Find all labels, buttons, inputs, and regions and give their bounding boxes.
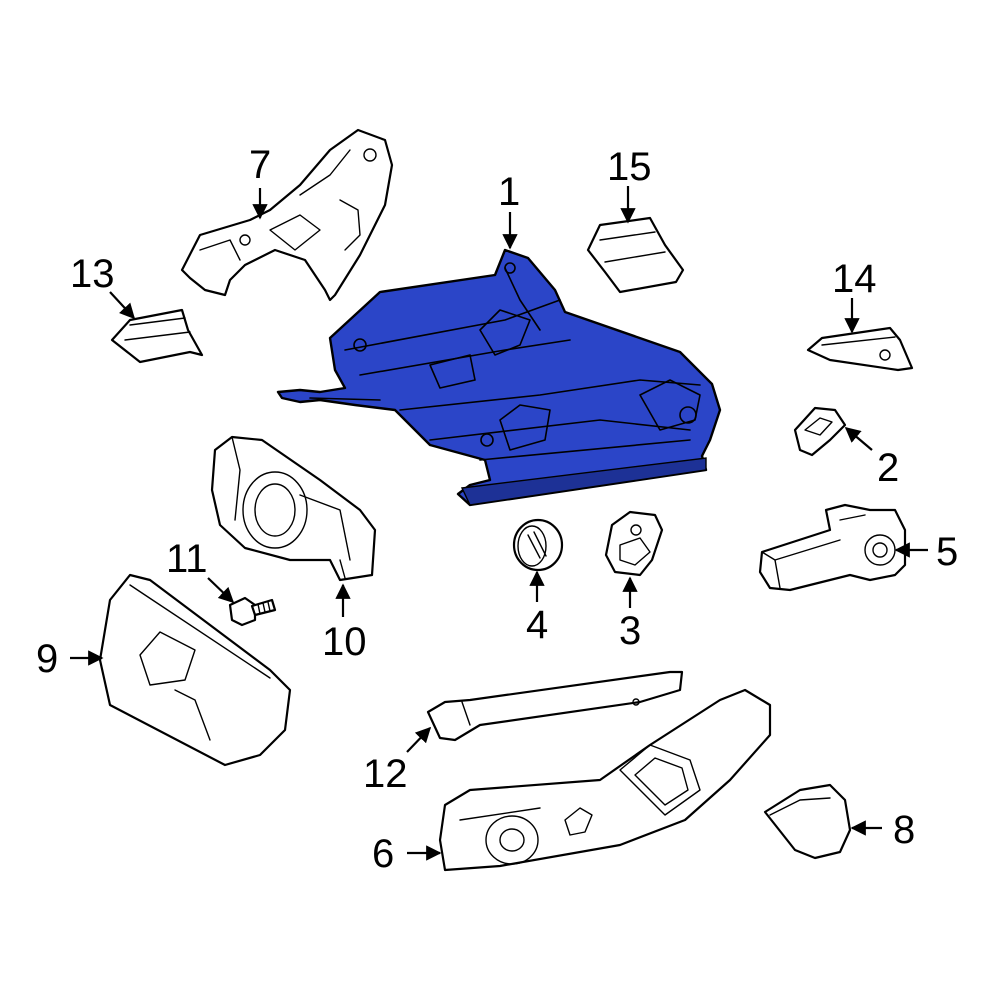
- part-14-bracket[interactable]: [806, 326, 914, 372]
- part-10-housing[interactable]: [210, 435, 377, 582]
- callout-7: 7: [249, 143, 271, 187]
- part-15-bracket[interactable]: [586, 216, 685, 294]
- callout-13: 13: [70, 252, 115, 296]
- callout-14: 14: [832, 257, 877, 301]
- callout-5: 5: [936, 530, 958, 574]
- leader-2: [844, 427, 873, 451]
- part-5-motor[interactable]: [758, 503, 907, 592]
- callout-9: 9: [36, 637, 58, 681]
- part-11-bolt[interactable]: [228, 596, 277, 627]
- part-2-bracket[interactable]: [793, 406, 847, 457]
- part-1-seat-frame[interactable]: [276, 248, 722, 507]
- leader-12: [406, 726, 432, 753]
- leader-lines: [70, 186, 928, 861]
- part-13-clip[interactable]: [110, 308, 204, 364]
- part-8-cover[interactable]: [763, 783, 852, 860]
- part-9-trim-panel[interactable]: [98, 573, 292, 767]
- part-3-switch-housing[interactable]: [604, 510, 664, 577]
- callout-4: 4: [526, 603, 548, 647]
- callout-11: 11: [166, 537, 208, 581]
- leader-11: [207, 577, 235, 604]
- callout-8: 8: [893, 808, 915, 852]
- callout-3: 3: [619, 609, 641, 653]
- callout-2: 2: [877, 446, 899, 490]
- callout-1: 1: [498, 170, 520, 214]
- part-6-side-shield[interactable]: [438, 688, 772, 872]
- callout-12: 12: [363, 752, 408, 796]
- part-4-knob[interactable]: [512, 518, 564, 572]
- callout-15: 15: [607, 145, 652, 189]
- callout-10: 10: [322, 620, 367, 664]
- part-12-trim-strip[interactable]: [426, 670, 684, 742]
- callout-labels: 1 2 3 4 5 6 7 8 9 10 11 12 13 14 15: [36, 143, 958, 876]
- part-7-hinge-bracket[interactable]: [180, 128, 394, 302]
- callout-6: 6: [372, 832, 394, 876]
- leader-13: [109, 291, 136, 320]
